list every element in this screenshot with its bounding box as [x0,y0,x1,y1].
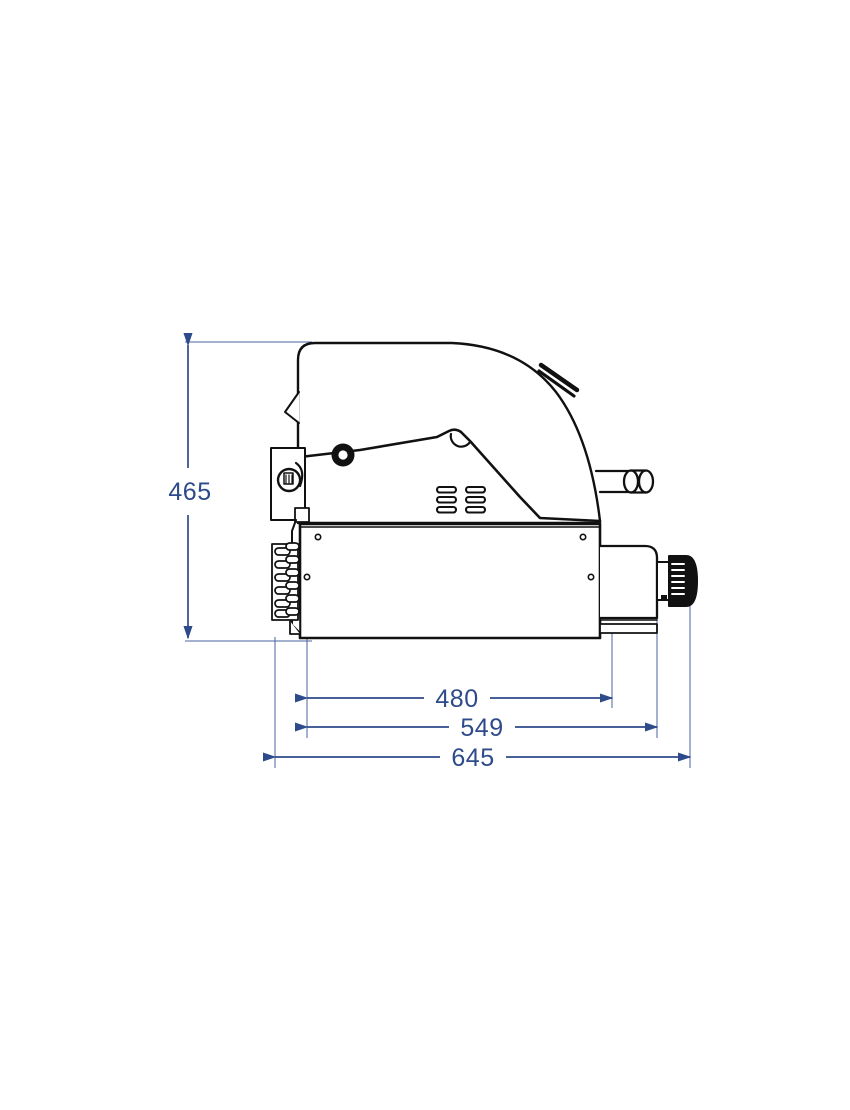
dimension-text-group: 465 480 549 645 [168,478,503,772]
peaked-ridge [298,428,602,523]
coil-fin [285,607,300,616]
knurled-knob[interactable] [656,555,698,607]
tube-collar-far [637,469,655,494]
coil-fin [285,542,300,551]
vent-slot [464,505,487,514]
coil-fin [285,568,300,577]
vent-slot [435,485,458,494]
right-housing [598,544,659,634]
outlet-tube [594,469,655,494]
ring-knob[interactable] [331,443,355,467]
base-screw-holes [303,533,595,581]
tube-collar-near [622,469,640,494]
screw-hole [579,533,587,541]
vent-slot [464,485,487,494]
screw-hole [314,533,322,541]
screw-hole [587,573,595,581]
coil-fin [274,599,291,608]
screw-hole [303,573,311,581]
ventilation-slots [435,485,487,514]
dimension-label-height-465: 465 [168,478,211,506]
latch-arm [294,461,304,488]
knob-knurl-ridges [671,563,685,595]
machine-outline-group [270,341,698,640]
dimension-label-width-549: 549 [460,714,503,742]
coil-fin [274,547,291,556]
knob-stop-pin [661,595,667,601]
vent-slot [464,495,487,504]
right-housing-body [598,544,659,620]
ridge-apex-notch-icon [449,432,472,448]
upper-hood-cover [296,341,602,525]
coil-fin [274,586,291,595]
coil-fin [285,555,300,564]
coil-lower-tab [289,620,301,635]
coil-fin [274,560,291,569]
vent-slot [435,505,458,514]
extension-lines-group [185,341,691,768]
latch-foot [294,507,310,523]
coil-fin [274,573,291,582]
knob-shaft [656,561,670,601]
latch-bracket[interactable] [270,447,310,523]
dimension-label-width-645: 645 [451,744,494,772]
dimension-label-width-480: 480 [435,685,478,713]
vent-slot [435,495,458,504]
coil-fin [285,581,300,590]
right-housing-foot [599,623,658,634]
dimension-lines-group [183,332,692,762]
heat-exchanger-coils [271,519,301,639]
hood-handle[interactable] [537,362,580,398]
left-triangular-notch-icon [284,391,300,424]
coil-fin [285,594,300,603]
base-cabinet [298,522,602,640]
